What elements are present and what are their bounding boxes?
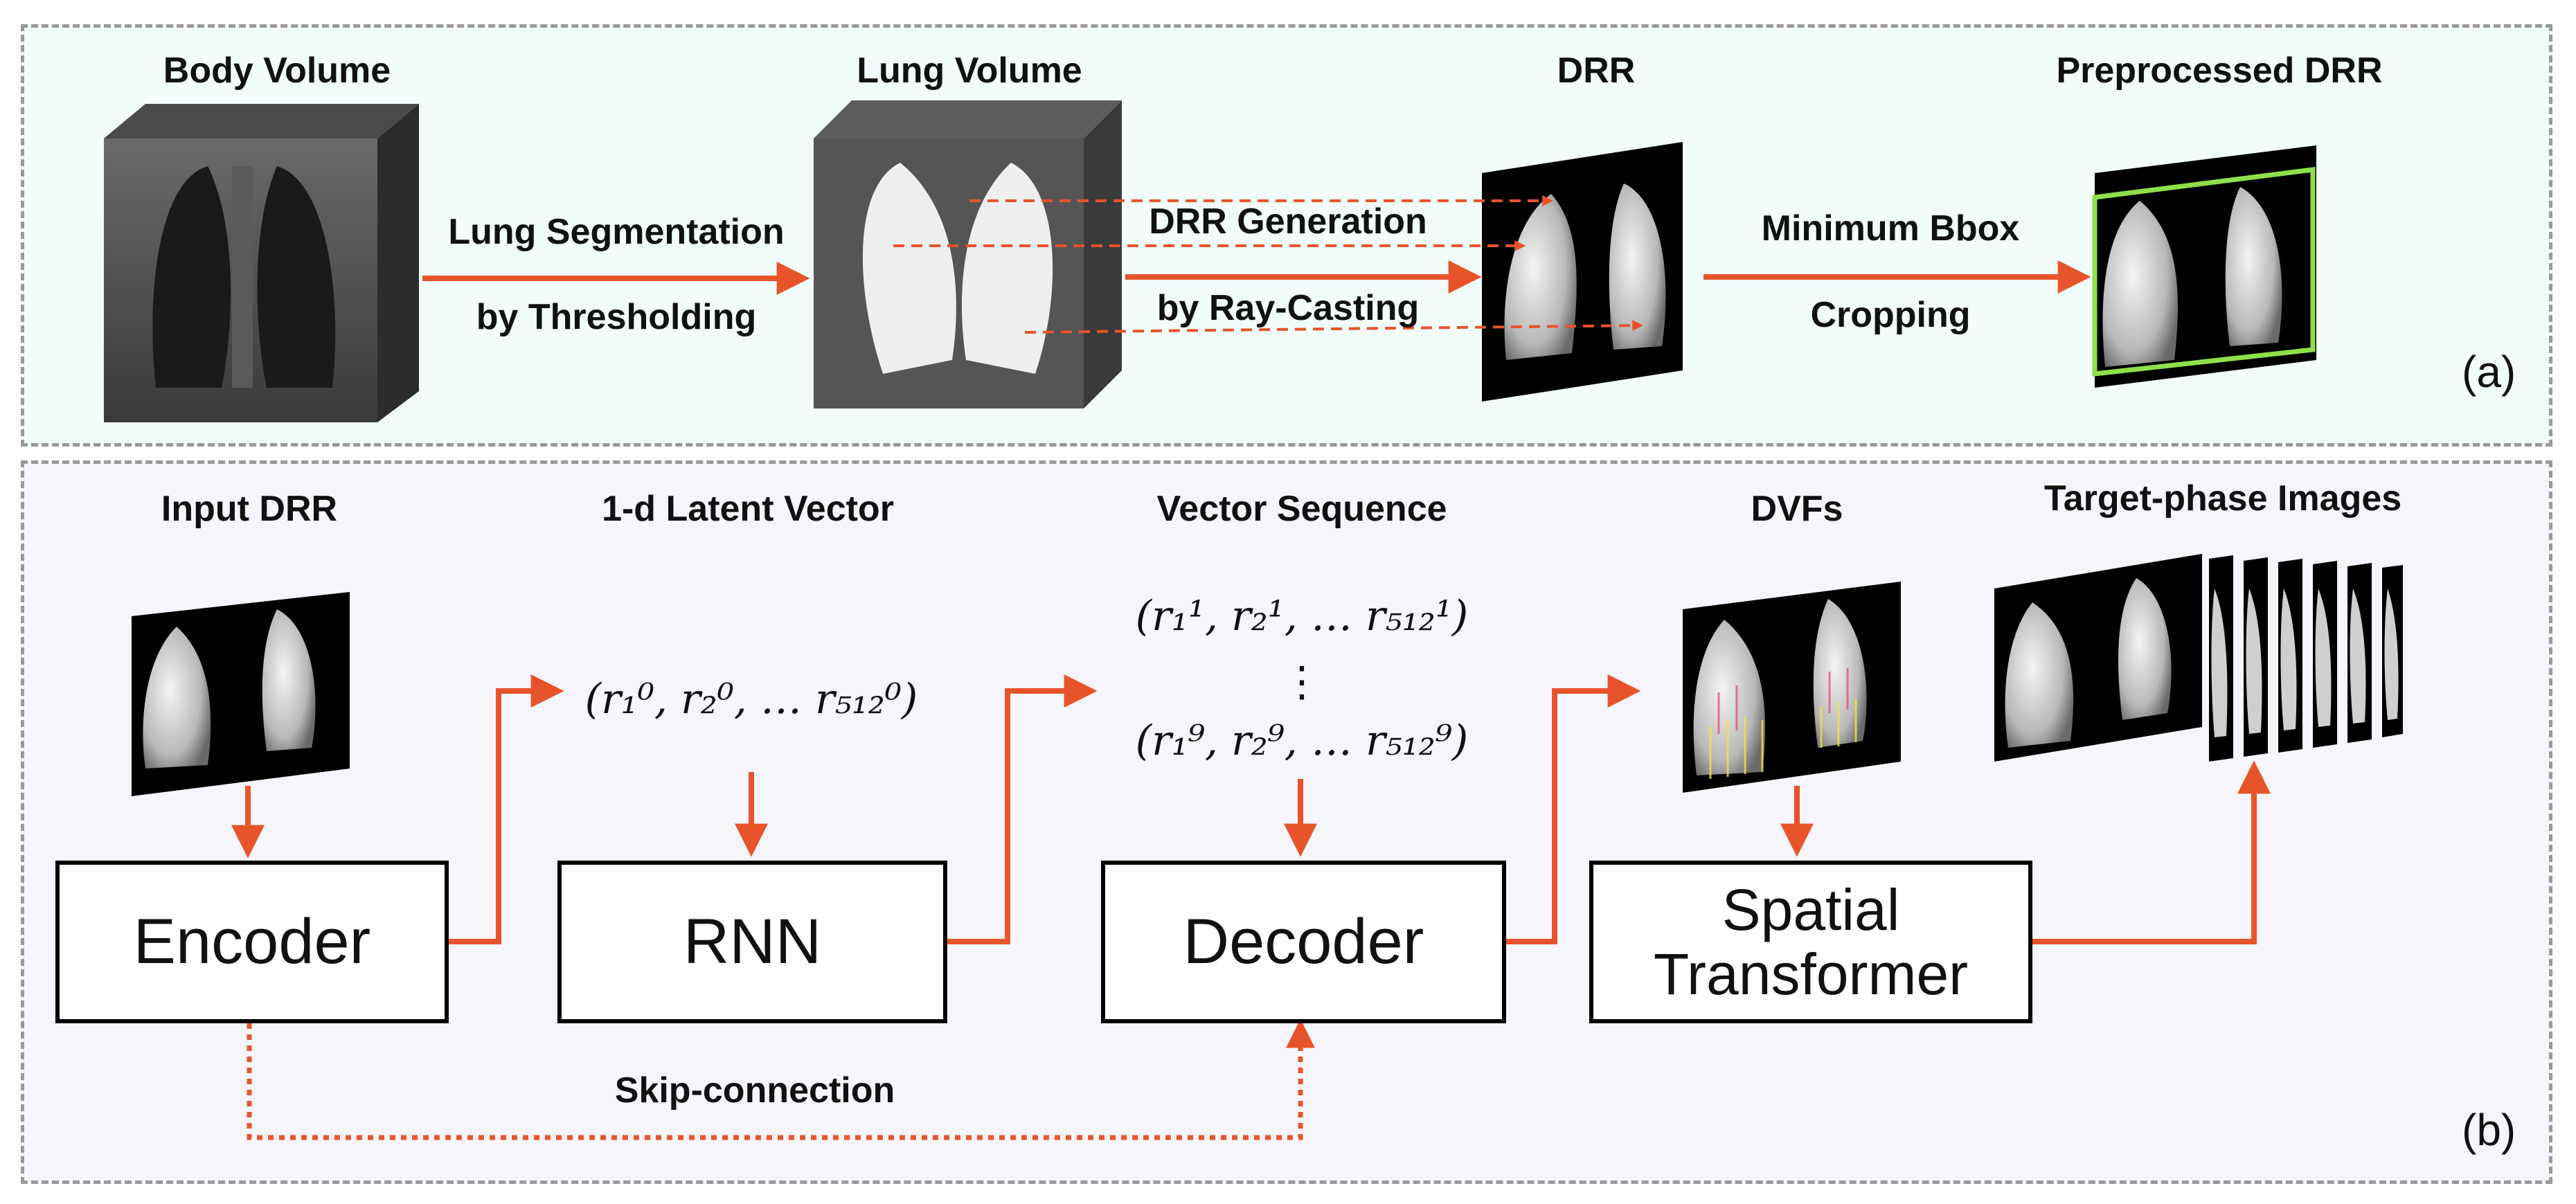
rnn-label: RNN xyxy=(683,906,822,977)
spatial-transformer-label-line2: Transformer xyxy=(1653,941,1969,1007)
body-volume-title: Body Volume xyxy=(163,51,391,91)
latent-vector-title: 1-d Latent Vector xyxy=(602,489,894,529)
encoder-to-latent-arrow xyxy=(449,674,564,944)
latent-vector-expression: (r₁⁰, r₂⁰, … r₅₁₂⁰) xyxy=(584,675,918,724)
lung-volume-title: Lung Volume xyxy=(857,51,1082,91)
vector-sequence-title: Vector Sequence xyxy=(1156,489,1447,529)
segmentation-label-line2: by Thresholding xyxy=(476,297,757,337)
sequence-first-expression: (r₁¹, r₂¹, … r₅₁₂¹) xyxy=(1135,592,1469,640)
drr-generation-label-line1: DRR Generation xyxy=(1149,201,1427,242)
sequence-ellipsis: ⋮ xyxy=(1281,658,1323,706)
panel-a-tag: (a) xyxy=(2462,347,2516,397)
dvfs-title: DVFs xyxy=(1751,489,1843,529)
decoder-box: Decoder xyxy=(1101,861,1506,1023)
encoder-label: Encoder xyxy=(133,906,371,977)
rnn-to-sequence-arrow xyxy=(947,674,1098,944)
spatial-transformer-box: Spatial Transformer xyxy=(1589,861,2032,1023)
panel-b-tag: (b) xyxy=(2462,1105,2516,1155)
skip-connection-label: Skip-connection xyxy=(614,1070,895,1111)
transformer-to-targets-arrow xyxy=(2032,760,2271,944)
dvfs-image xyxy=(1683,582,1901,793)
sequence-last-expression: (r₁⁹, r₂⁹, … r₅₁₂⁹) xyxy=(1135,717,1469,765)
body-volume-image xyxy=(104,104,419,422)
lung-volume-image xyxy=(814,100,1122,408)
decoder-to-dvfs-arrow xyxy=(1506,674,1641,944)
encoder-box: Encoder xyxy=(55,861,449,1023)
input-drr-title: Input DRR xyxy=(161,489,338,529)
target-phase-title: Target-phase Images xyxy=(2043,478,2402,519)
drr-image xyxy=(1482,142,1683,402)
target-phase-images xyxy=(1994,554,2403,762)
cropping-label-line2: Cropping xyxy=(1810,295,1971,335)
cropping-label-line1: Minimum Bbox xyxy=(1761,208,2020,249)
ray-casting-rays xyxy=(893,195,1644,334)
segmentation-label-line1: Lung Segmentation xyxy=(448,212,785,252)
drr-generation-label-line2: by Ray-Casting xyxy=(1156,288,1420,328)
preprocessed-drr-title: Preprocessed DRR xyxy=(2056,51,2383,91)
rnn-box: RNN xyxy=(557,861,947,1023)
decoder-label: Decoder xyxy=(1183,906,1424,977)
input-drr-image xyxy=(132,592,350,796)
spatial-transformer-label-line1: Spatial xyxy=(1721,877,1900,943)
drr-title: DRR xyxy=(1557,51,1636,91)
preprocessed-drr-image xyxy=(2092,145,2316,388)
skip-connection-arrow xyxy=(247,1018,1315,1140)
